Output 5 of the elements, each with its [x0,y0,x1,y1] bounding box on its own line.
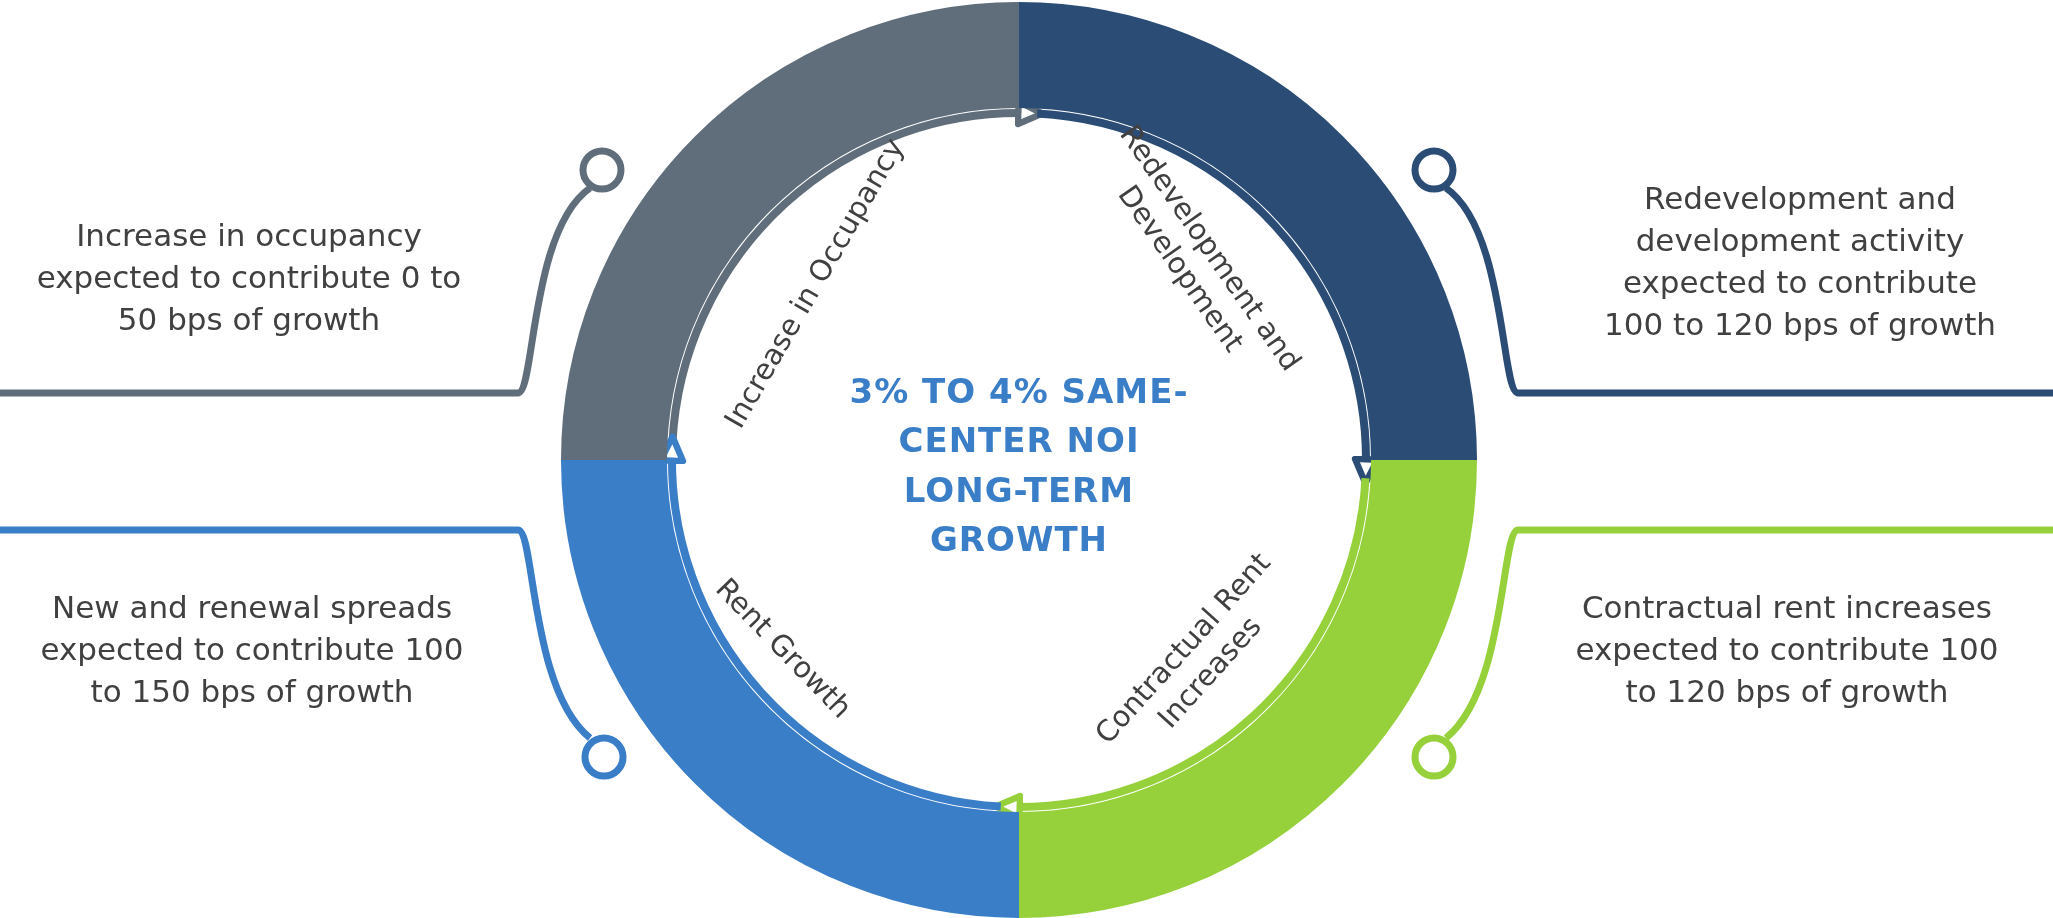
description-text: Redevelopment and development activity expected to contribute 100 to 120 bps of growth [1590,178,2010,346]
description-text: Increase in occupancy expected to contribute 0 to 50 bps of growth [29,215,469,341]
description-text: Contractual rent increases expected to contribute 100 to 120 bps of growth [1567,587,2007,713]
description-text: New and renewal spreads expected to contribute 100 to 150 bps of growth [32,587,472,713]
center-heading: 3% TO 4% SAME-CENTER NOI LONG-TERM GROWTH [849,367,1189,565]
